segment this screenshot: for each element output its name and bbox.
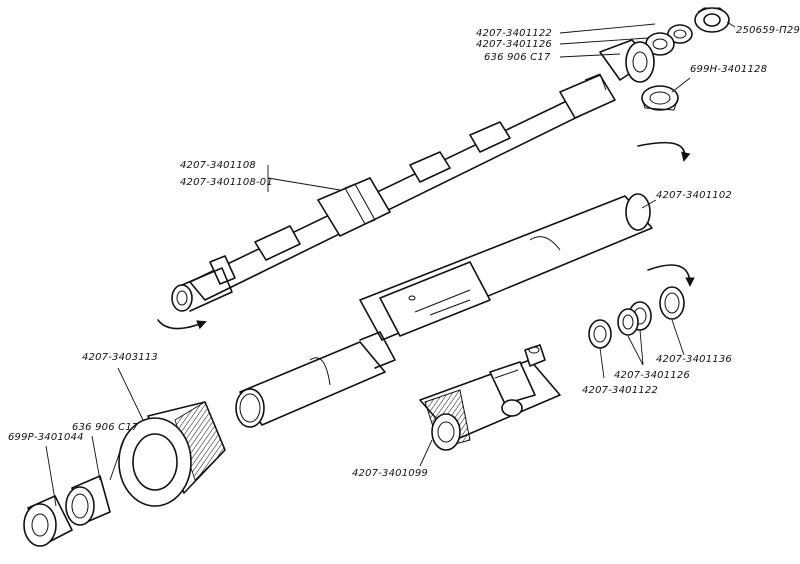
rotation-arrow-icon bbox=[637, 141, 691, 162]
steering-shaft bbox=[171, 73, 616, 312]
rotation-arrow-icon bbox=[647, 264, 695, 287]
label-right-1: 4207-3401136 bbox=[656, 354, 732, 365]
label-shaft-1: 4207-3401108 bbox=[180, 160, 256, 171]
label-top-2: 4207-3401126 bbox=[476, 39, 552, 50]
right-ring-3 bbox=[617, 308, 639, 336]
right-ring-1 bbox=[659, 286, 685, 320]
label-right-3: 4207-3401122 bbox=[582, 385, 658, 396]
label-nut-low: 699Р-3401044 bbox=[8, 432, 84, 443]
rotation-arrow-icon bbox=[157, 319, 207, 330]
label-column-tube: 4207-3401102 bbox=[656, 190, 732, 201]
label-right-2: 4207-3401126 bbox=[614, 370, 690, 381]
lower-nut bbox=[23, 495, 73, 547]
label-top-3: 636 906 C17 bbox=[484, 52, 551, 63]
top-nut bbox=[694, 7, 730, 33]
label-cone: 4207-3403113 bbox=[82, 352, 158, 363]
universal-joint bbox=[419, 344, 561, 451]
column-tube bbox=[235, 193, 653, 428]
top-cup bbox=[641, 85, 679, 111]
top-washer-2 bbox=[645, 32, 675, 56]
label-joint: 4207-3401099 bbox=[352, 468, 428, 479]
label-bearing-low: 636 906 C17 bbox=[72, 422, 139, 433]
top-bearing bbox=[599, 39, 655, 83]
label-top-5: 699Н-3401128 bbox=[690, 64, 767, 75]
top-washer-1 bbox=[667, 24, 693, 44]
label-top-1: 4207-3401122 bbox=[476, 28, 552, 39]
lower-bearing bbox=[65, 475, 111, 526]
cone-cover bbox=[118, 401, 226, 507]
label-top-4: 250659-П29 bbox=[736, 25, 800, 36]
leader-lines bbox=[45, 21, 736, 507]
right-ring-4 bbox=[588, 319, 612, 349]
label-shaft-2: 4207-3401108-01 bbox=[180, 177, 273, 188]
